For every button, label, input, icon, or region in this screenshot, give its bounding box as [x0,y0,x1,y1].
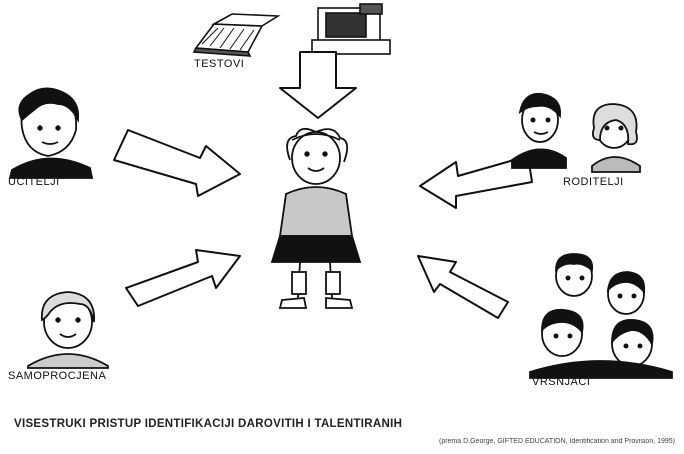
teacher-figure [10,88,92,178]
label-ucitelji: UČITELJI [8,176,60,188]
label-vrsnjaci: VRSNJACI [532,376,590,388]
arrow-from-ucitelji [114,130,240,196]
label-samoprocjena: SAMOPROCJENA [8,370,106,382]
arrow-from-testovi [280,52,356,118]
arrow-from-vrsnjaci [418,256,508,318]
label-testovi: TESTOVI [194,58,244,70]
label-roditelji: RODITELJI [563,176,624,188]
parents-figure [512,94,640,172]
book-icon [194,14,278,56]
figure-source: (prema D.George, GIFTED EDUCATION, Ident… [220,438,675,445]
child-figure [272,129,360,308]
self-figure [28,292,108,368]
computer-icon [312,4,390,54]
arrow-from-samoprocjena [126,250,240,306]
peers-figure [530,254,672,378]
figure-caption: VIŠESTRUKI PRISTUP IDENTIFIKACIJI DAROVI… [14,418,674,430]
